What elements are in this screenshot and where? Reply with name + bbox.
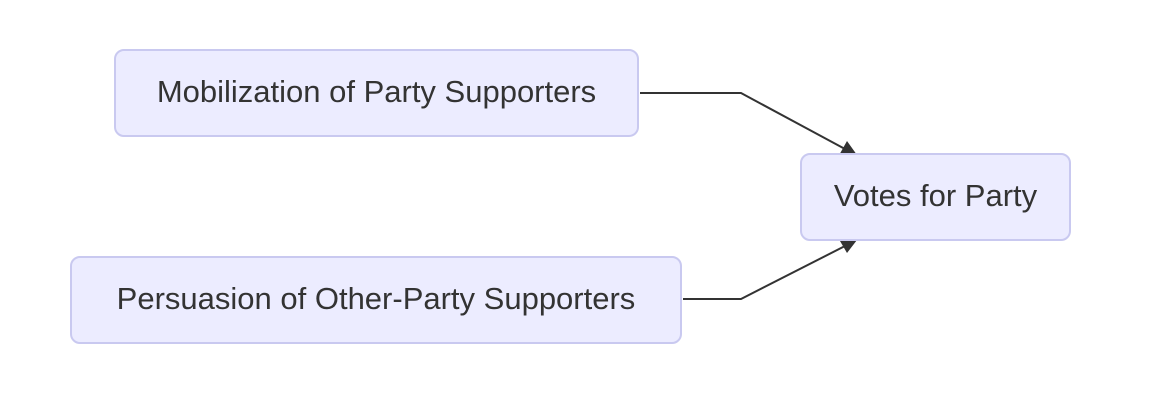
edge-line [640, 92, 846, 150]
node-box [800, 153, 1071, 241]
edge-line [683, 245, 846, 300]
node-label: Persuasion of Other-Party Supporters [117, 281, 636, 316]
node-box [114, 49, 639, 137]
arrowhead-icon [840, 141, 857, 155]
edge-persuasion-to-votes [683, 240, 857, 300]
node-persuasion[interactable]: Persuasion of Other-Party Supporters [70, 256, 682, 344]
node-label: Mobilization of Party Supporters [157, 74, 596, 109]
node-mobilization[interactable]: Mobilization of Party Supporters [114, 49, 639, 137]
node-box [70, 256, 682, 344]
node-label: Votes for Party [834, 178, 1038, 213]
arrowhead-icon [840, 240, 857, 253]
edge-mobilization-to-votes [640, 92, 857, 155]
node-votes[interactable]: Votes for Party [800, 153, 1071, 241]
